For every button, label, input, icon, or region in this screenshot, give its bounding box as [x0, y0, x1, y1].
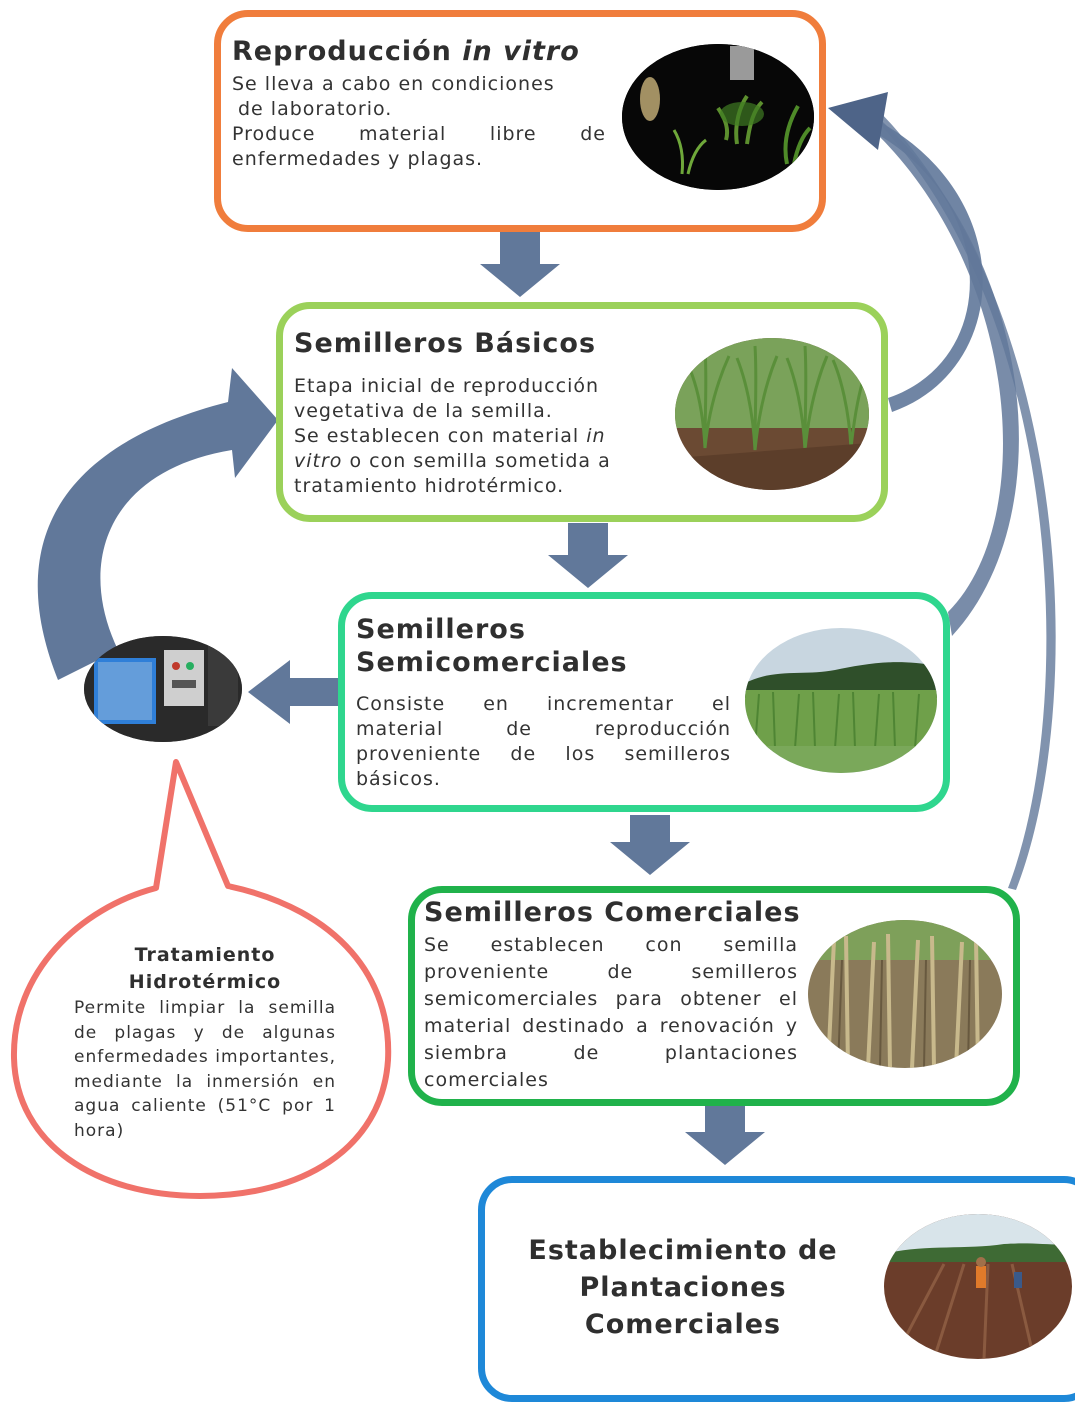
- stage-basicos-title: Semilleros Básicos: [294, 328, 597, 359]
- stage-invitro-text: Se lleva a cabo en condiciones de labora…: [232, 72, 606, 172]
- down-arrow-1: [480, 232, 560, 297]
- return-arrowhead: [828, 92, 888, 150]
- stage-establecimiento-title-line3: Comerciales: [584, 1309, 782, 1340]
- treatment-title-line1: Tratamiento: [134, 944, 276, 966]
- treatment-title-line2: Hidrotérmico: [128, 971, 282, 993]
- treatment-text: Permite limpiar la semilla de plagas y d…: [74, 998, 336, 1141]
- stage-invitro-line3: Produce material libre de enfermedades y…: [232, 123, 606, 170]
- mature-cane-stalks-photo: [808, 920, 1002, 1068]
- treatment-bubble: [10, 759, 392, 1199]
- lab-plantlets-photo: [622, 44, 814, 190]
- down-arrow-2: [548, 523, 628, 588]
- arrow-semicomerciales-to-treatment: [248, 660, 340, 724]
- stage-invitro-title: Reproducción in vitro: [232, 36, 580, 69]
- stage-basicos-text-c: o con semilla sometida a tratamiento hid…: [294, 450, 611, 497]
- field-planting-photo: [884, 1214, 1072, 1359]
- down-arrow-3: [610, 815, 690, 875]
- stage-establecimiento-title: Establecimiento de Plantaciones Comercia…: [520, 1232, 846, 1343]
- return-arrow-from-comerciales: [868, 106, 1056, 890]
- stage-comerciales-title: Semilleros Comerciales: [424, 897, 801, 928]
- stage-establecimiento-title-line1: Establecimiento de: [528, 1235, 838, 1266]
- stage-basicos-text: Etapa inicial de reproducción vegetativa…: [294, 374, 639, 499]
- hot-water-tank-photo: [84, 636, 242, 742]
- cane-field-photo: [745, 628, 937, 773]
- stage-invitro-line2: de laboratorio.: [238, 98, 393, 120]
- stage-basicos-text-b: Se establecen con material: [294, 425, 580, 447]
- return-arrow-from-basicos: [870, 122, 983, 412]
- stage-basicos-text-em: in vitro: [294, 425, 606, 472]
- stage-comerciales-text: Se establecen con semilla proveniente de…: [424, 934, 798, 1091]
- stage-invitro-title-em: in vitro: [462, 36, 580, 67]
- stage-semicomerciales-text: Consiste en incrementar el material de r…: [356, 693, 731, 790]
- young-cane-rows-photo: [675, 338, 869, 490]
- stage-semicomerciales-title-line2: Semicomerciales: [356, 646, 628, 678]
- treatment-title: Tratamiento Hidrotérmico: [74, 942, 336, 996]
- stage-semicomerciales-title: Semilleros Semicomerciales: [356, 614, 628, 680]
- stage-semicomerciales-title-line1: Semilleros: [356, 614, 526, 645]
- stage-invitro-title-main: Reproducción: [232, 36, 452, 67]
- stage-establecimiento-title-line2: Plantaciones: [579, 1272, 787, 1303]
- curved-arrow-treatment-to-basicos: [37, 368, 278, 680]
- down-arrow-4: [685, 1103, 765, 1165]
- stage-invitro-line1: Se lleva a cabo en condiciones: [232, 73, 555, 95]
- stage-basicos-text-a: Etapa inicial de reproducción vegetativa…: [294, 375, 600, 422]
